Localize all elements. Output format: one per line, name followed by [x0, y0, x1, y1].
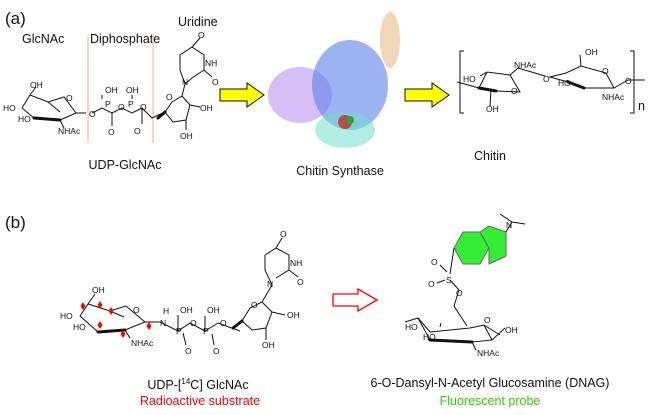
- svg-text:O: O: [297, 277, 304, 287]
- svg-text:NH: NH: [205, 58, 217, 68]
- svg-text:O: O: [66, 93, 73, 103]
- svg-text:OH: OH: [200, 103, 213, 113]
- svg-text:O: O: [220, 318, 227, 328]
- svg-text:O: O: [280, 229, 287, 239]
- radiolabel-diamond-icons: [80, 301, 152, 338]
- svg-text:N: N: [182, 77, 188, 87]
- svg-text:OH: OH: [287, 310, 300, 320]
- svg-text:OH: OH: [180, 131, 193, 141]
- chitin-label: Chitin: [474, 149, 506, 163]
- svg-text:P: P: [176, 326, 182, 336]
- yellow-arrow-right-icon: [219, 82, 265, 108]
- svg-text:NHAc: NHAc: [58, 126, 81, 136]
- svg-text:HO: HO: [18, 114, 31, 124]
- panel-b-tag: (b): [5, 213, 26, 232]
- yellow-arrow-right-icon: [404, 82, 450, 108]
- svg-text:O: O: [625, 76, 632, 86]
- repeat-n-label: n: [638, 99, 645, 113]
- svg-text:O: O: [89, 109, 96, 119]
- svg-text:O: O: [456, 288, 463, 298]
- svg-text:O: O: [602, 66, 609, 76]
- svg-text:O: O: [212, 77, 219, 87]
- svg-text:OH: OH: [486, 104, 499, 114]
- svg-text:NHAc: NHAc: [514, 60, 537, 70]
- uridine-label: Uridine: [178, 15, 218, 29]
- svg-text:OH: OH: [92, 285, 105, 295]
- svg-text:O: O: [190, 318, 197, 328]
- svg-text:HO: HO: [60, 311, 73, 321]
- chitin-synthase-label: Chitin Synthase: [296, 164, 384, 178]
- svg-text:O: O: [484, 315, 491, 325]
- svg-text:O: O: [213, 346, 220, 356]
- svg-text:HO: HO: [405, 322, 418, 332]
- svg-text:O: O: [134, 126, 141, 136]
- svg-text:P: P: [105, 99, 111, 109]
- svg-text:N: N: [267, 279, 273, 289]
- svg-text:OH: OH: [180, 305, 193, 315]
- glcnac-label: GlcNAc: [22, 32, 64, 46]
- svg-text:OH: OH: [585, 47, 598, 57]
- svg-text:OH: OH: [505, 325, 518, 335]
- diphosphate-label: Diphosphate: [90, 32, 160, 46]
- svg-text:NH: NH: [290, 258, 302, 268]
- svg-text:O: O: [166, 92, 173, 102]
- svg-text:NHAc: NHAc: [131, 338, 154, 348]
- svg-text:HO: HO: [73, 322, 86, 332]
- probe-name: 6-O-Dansyl-N-Acetyl Glucosamine (DNAG): [371, 376, 610, 390]
- svg-text:O: O: [108, 127, 115, 137]
- svg-text:O: O: [140, 102, 147, 112]
- svg-text:OH: OH: [30, 80, 43, 90]
- svg-text:NHAc: NHAc: [602, 92, 625, 102]
- svg-text:OH: OH: [105, 85, 118, 95]
- svg-text:HO: HO: [423, 332, 436, 342]
- svg-text:O: O: [185, 346, 192, 356]
- svg-text:OH: OH: [207, 305, 220, 315]
- udp-glcnac-label: UDP-GlcNAc: [89, 158, 162, 172]
- svg-text:OH: OH: [262, 340, 275, 350]
- svg-text:O: O: [251, 300, 258, 310]
- svg-text:H: H: [163, 306, 169, 316]
- svg-text:P: P: [203, 326, 209, 336]
- svg-text:O: O: [431, 257, 438, 267]
- svg-text:HO: HO: [463, 74, 476, 84]
- red-outline-arrow-right-icon: [332, 287, 379, 313]
- chitin-structure: HO NHAc O OH O OH HO O NHAc O: [456, 47, 645, 114]
- svg-text:N: N: [506, 220, 512, 230]
- svg-text:OH: OH: [126, 85, 139, 95]
- probe-role: Fluorescent probe: [440, 394, 541, 408]
- svg-text:O: O: [543, 74, 550, 84]
- svg-text:P: P: [128, 99, 134, 109]
- svg-text:HO: HO: [3, 103, 16, 113]
- svg-text:O: O: [118, 102, 125, 112]
- svg-text:O: O: [198, 30, 205, 40]
- svg-text:S: S: [446, 275, 452, 285]
- svg-text:O: O: [428, 279, 435, 289]
- panel-a-tag: (a): [5, 9, 26, 28]
- substrate-role: Radioactive substrate: [140, 394, 260, 408]
- substrate-name: UDP-[14C] GlcNAc: [147, 377, 248, 392]
- svg-text:N: N: [160, 318, 166, 328]
- svg-text:NHAc: NHAc: [477, 348, 500, 358]
- svg-text:O: O: [133, 305, 140, 315]
- dnag-structure: N S O O O HO HO O OH NHAc: [404, 213, 526, 358]
- svg-text:O: O: [511, 86, 518, 96]
- svg-text:HO: HO: [558, 78, 571, 88]
- chitin-synthase-protein-image: [268, 12, 400, 148]
